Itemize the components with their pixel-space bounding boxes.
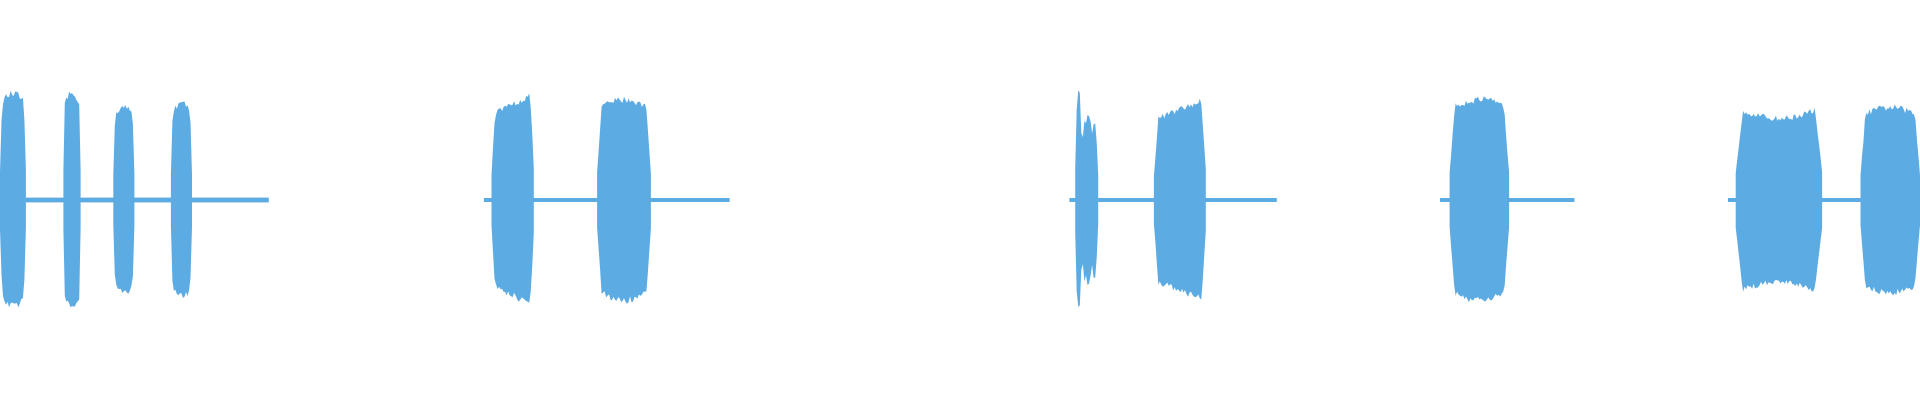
waveform-segment-2 xyxy=(113,105,135,294)
waveform-segment-7 xyxy=(1153,98,1206,300)
waveform-baseline-0 xyxy=(25,197,269,203)
waveform-segment-3 xyxy=(170,101,192,298)
waveform-segment-9 xyxy=(1735,107,1823,292)
waveform-segment-8 xyxy=(1449,96,1510,303)
waveform-segment-0 xyxy=(0,90,26,308)
waveform-segment-4 xyxy=(491,93,534,303)
waveform-segment-1 xyxy=(63,91,81,308)
waveform-segment-6 xyxy=(1075,90,1099,307)
waveform-segment-10 xyxy=(1860,104,1920,296)
waveform-segment-5 xyxy=(597,96,651,304)
